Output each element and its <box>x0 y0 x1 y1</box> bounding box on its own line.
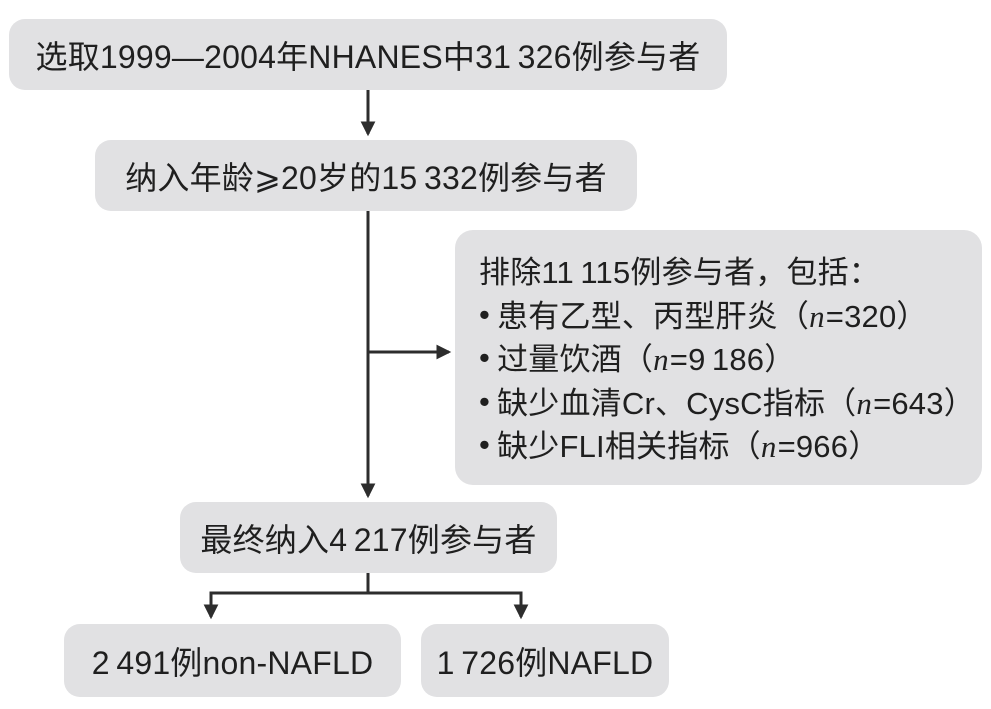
flow-box-exclusion: 排除11 115例参与者，包括： •患有乙型、丙型肝炎（n=320） •过量饮酒… <box>455 230 982 485</box>
flow-box-final-included: 最终纳入4 217例参与者 <box>180 502 557 573</box>
exclusion-item: •患有乙型、丙型肝炎（n=320） <box>479 295 968 339</box>
n-variable: n <box>809 298 825 334</box>
bullet-icon: • <box>479 383 491 419</box>
initial-cohort-label: 选取1999—2004年NHANES中31 326例参与者 <box>35 38 701 75</box>
flow-box-nafld: 1 726例NAFLD <box>421 624 669 697</box>
exclusion-item-count: =9 186） <box>669 342 796 377</box>
flow-box-age-filter: 纳入年龄⩾20岁的15 332例参与者 <box>95 140 637 211</box>
exclusion-item-count: =966） <box>777 429 880 464</box>
final-included-label: 最终纳入4 217例参与者 <box>200 521 537 558</box>
n-variable: n <box>653 342 669 377</box>
flow-box-non-nafld: 2 491例non-NAFLD <box>64 624 401 697</box>
bullet-icon: • <box>479 427 491 462</box>
bullet-icon: • <box>479 340 491 375</box>
exclusion-item-text: 患有乙型、丙型肝炎（ <box>497 298 810 334</box>
non-nafld-label: 2 491例non-NAFLD <box>91 644 374 681</box>
exclusion-item-text: 缺少血清Cr、CysC指标（ <box>497 385 857 421</box>
nafld-label: 1 726例NAFLD <box>436 644 654 681</box>
exclusion-item: •缺少FLI相关指标（n=966） <box>479 425 968 469</box>
exclusion-item-text: 过量饮酒（ <box>497 342 654 377</box>
bullet-icon: • <box>479 296 491 332</box>
n-variable: n <box>760 429 777 464</box>
exclusion-item: •过量饮酒（n=9 186） <box>479 338 968 382</box>
flow-box-initial-cohort: 选取1999—2004年NHANES中31 326例参与者 <box>9 19 727 90</box>
exclusion-heading: 排除11 115例参与者，包括： <box>479 255 881 290</box>
exclusion-item: •缺少血清Cr、CysC指标（n=643） <box>479 382 975 426</box>
age-filter-label: 纳入年龄⩾20岁的15 332例参与者 <box>125 159 607 196</box>
exclusion-item-count: =320） <box>825 298 928 334</box>
n-variable: n <box>856 385 873 421</box>
exclusion-item-count: =643） <box>873 385 975 421</box>
exclusion-item-text: 缺少FLI相关指标（ <box>497 429 761 464</box>
